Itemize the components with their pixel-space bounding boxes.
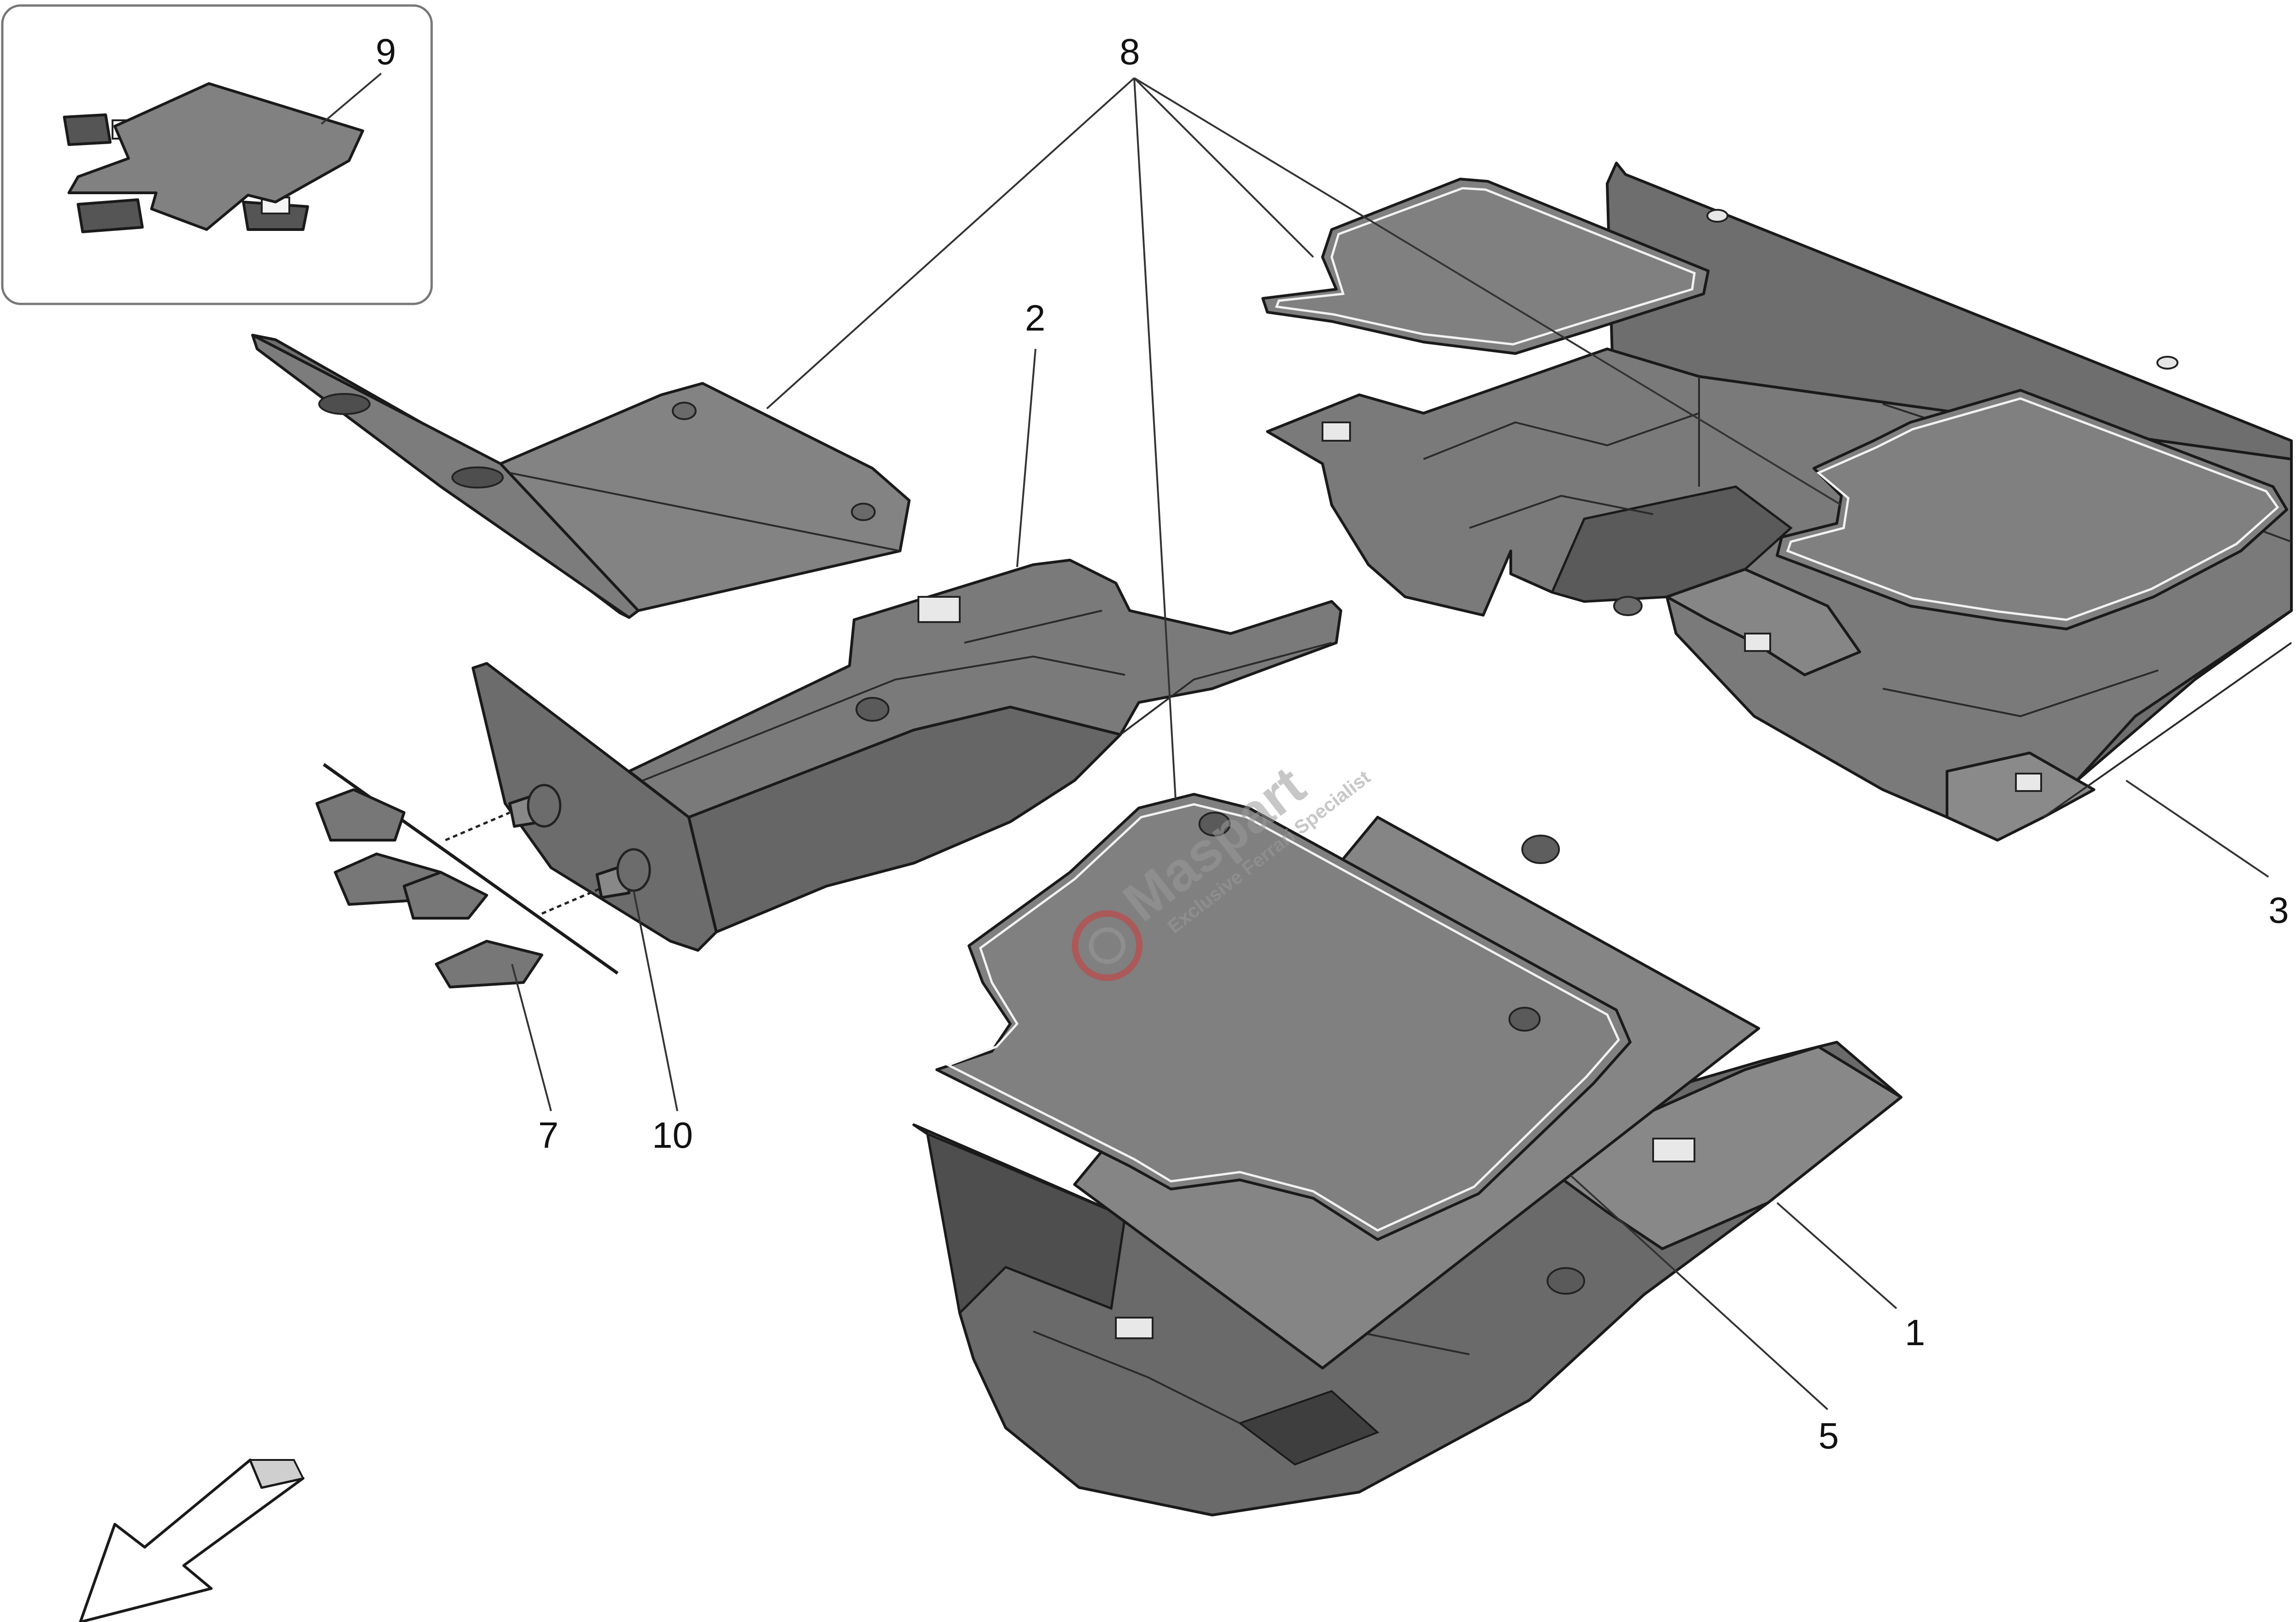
- callout-7: 7: [538, 1115, 559, 1156]
- tunnel-crease: [642, 655, 1125, 781]
- insulation-sheet: [68, 82, 364, 231]
- mat-clip: [672, 402, 697, 420]
- insulation-tab: [63, 113, 112, 146]
- insulation-tab: [77, 198, 144, 233]
- callout-8: 8: [1120, 31, 1140, 72]
- rear-carpet-lip: [1666, 568, 1861, 676]
- clip: [1613, 596, 1643, 616]
- floor-mat-front-left: [251, 334, 911, 619]
- watermark-logo-icon: [1072, 910, 1143, 981]
- front-carpet-vent: [1238, 1390, 1379, 1466]
- sheet-clip: [1521, 835, 1560, 864]
- surface-crease: [1469, 494, 1654, 529]
- leader-lines: [321, 73, 2269, 1410]
- bracket-clip: [315, 788, 405, 842]
- rear-carpet-assembly: [1261, 162, 2293, 842]
- tunnel-crease: [964, 610, 1103, 644]
- tunnel-front-face: [687, 706, 1122, 933]
- clip: [2156, 356, 2178, 370]
- mat-edge: [945, 803, 1620, 1232]
- tunnel-slot: [917, 596, 961, 623]
- callout-10: 10: [652, 1115, 693, 1156]
- surface-crease: [1882, 669, 2159, 718]
- tunnel-clip: [855, 697, 889, 722]
- callout-5: 5: [1818, 1415, 1839, 1456]
- mat-edge: [1275, 187, 1696, 346]
- front-carpet-crease: [1033, 1330, 1240, 1424]
- mount-hole: [2015, 773, 2042, 792]
- mount-hole: [1322, 421, 1351, 442]
- mat-horizontal-face: [499, 382, 911, 612]
- surface-crease: [1423, 412, 1699, 460]
- callout-1: 1: [1905, 1312, 1925, 1353]
- mat-clip: [1508, 1007, 1541, 1032]
- front-carpet-slot: [1652, 1138, 1695, 1162]
- front-carpet-clip: [1547, 1267, 1585, 1295]
- surface-crease: [2043, 642, 2292, 818]
- callout-9: 9: [376, 31, 396, 72]
- tunnel-crease: [1120, 642, 1332, 735]
- front-carpet-1: [912, 793, 1902, 1516]
- mat-clip: [851, 503, 876, 521]
- clip: [1706, 209, 1728, 223]
- mount-hole: [1744, 633, 1771, 652]
- fastener-10: [445, 784, 651, 915]
- mat-edge: [1786, 397, 2279, 621]
- callout-3: 3: [2268, 890, 2289, 931]
- inset-detail-9: [1, 4, 433, 305]
- bracket-clip: [403, 871, 488, 920]
- callout-2: 2: [1025, 297, 1046, 338]
- mat-clip: [1199, 812, 1231, 836]
- bracket-clip: [435, 940, 543, 988]
- mat-fold-line: [509, 472, 900, 552]
- front-carpet-crease: [1354, 1330, 1470, 1355]
- mat-heel-pad: [451, 466, 504, 488]
- fastener-grommet: [616, 848, 651, 892]
- fastener-grommet: [527, 784, 562, 828]
- front-carpet-footwell: [926, 1132, 1126, 1316]
- mat-heel-pad: [318, 393, 371, 415]
- front-carpet-slot: [1115, 1317, 1154, 1339]
- floor-mat-front-right: [935, 793, 1632, 1241]
- tunnel-carpet-2: [472, 559, 1342, 952]
